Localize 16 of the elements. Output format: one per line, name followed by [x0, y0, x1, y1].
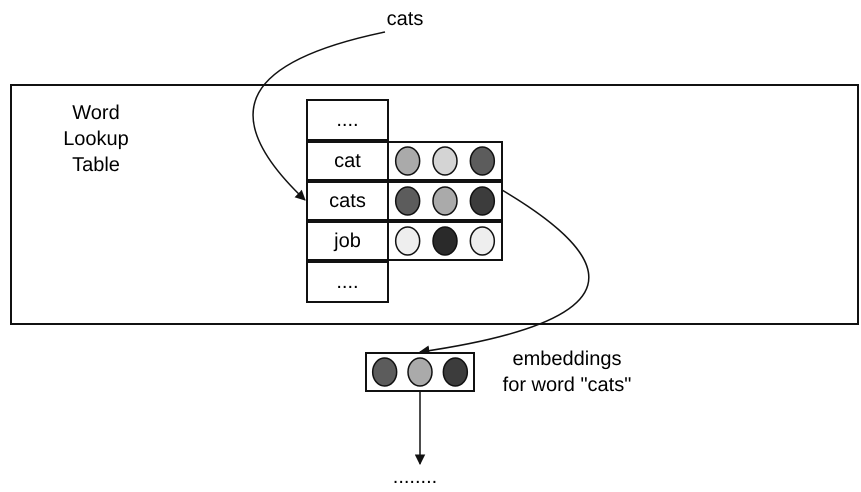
- word-cell: ....: [306, 261, 389, 303]
- word-cell: cats: [306, 181, 389, 221]
- embedding-vector: [365, 352, 475, 392]
- lookup-table-panel: [10, 84, 859, 325]
- word-cell: job: [306, 221, 389, 261]
- embedding-caption: embeddings for word "cats": [502, 347, 632, 398]
- input-word: cats: [380, 8, 430, 34]
- word-cell: ....: [306, 99, 389, 141]
- embedding-vector: [387, 181, 503, 221]
- ellipsis-text: ........: [385, 466, 445, 490]
- arrow: [414, 392, 426, 466]
- word-cell: cat: [306, 141, 389, 181]
- arrow: [252, 31, 386, 201]
- embedding-vector: [387, 141, 503, 181]
- embedding-vector: [387, 221, 503, 261]
- table-title: Word Lookup Table: [62, 101, 130, 178]
